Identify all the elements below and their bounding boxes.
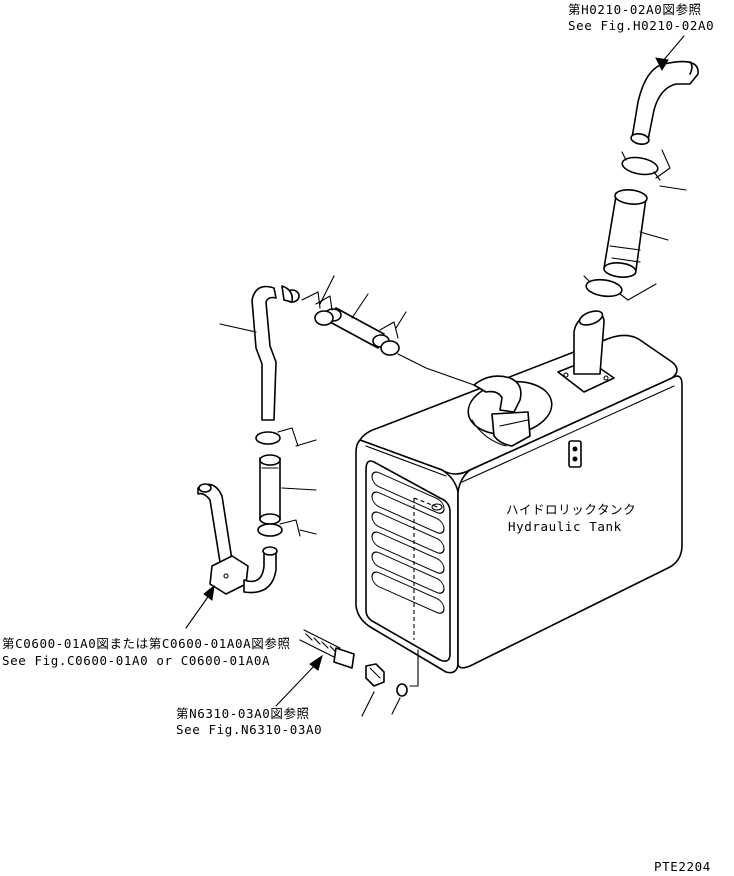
ref-top-right-jp: 第H0210-02A0図参照 xyxy=(568,2,702,17)
ref-top-right-en: See Fig.H0210-02A0 xyxy=(568,18,715,33)
tank-label-jp: ハイドロリックタンク xyxy=(506,502,637,517)
upper-return-hose xyxy=(583,35,699,301)
tank-louvers xyxy=(365,460,451,662)
ref-left-jp: 第C0600-01A0図または第C0600-01A0A図参照 xyxy=(2,636,291,651)
drawing-code: PTE2204 xyxy=(654,859,711,874)
lower-left-pipe xyxy=(185,483,278,629)
ref-bottom-jp: 第N6310-03A0図参照 xyxy=(176,706,310,721)
suction-cover xyxy=(467,375,553,447)
tank-label-en: Hydraulic Tank xyxy=(508,519,622,534)
hydraulic-tank xyxy=(355,310,683,674)
drain-fittings xyxy=(275,629,419,717)
filler-port xyxy=(557,310,615,393)
level-gauge-icon xyxy=(568,440,582,468)
vertical-return-pipe xyxy=(219,285,317,537)
ref-left-en: See Fig.C0600-01A0 or C0600-01A0A xyxy=(2,653,271,668)
ref-bottom-en: See Fig.N6310-03A0 xyxy=(176,722,323,737)
middle-hose-group xyxy=(284,275,407,356)
